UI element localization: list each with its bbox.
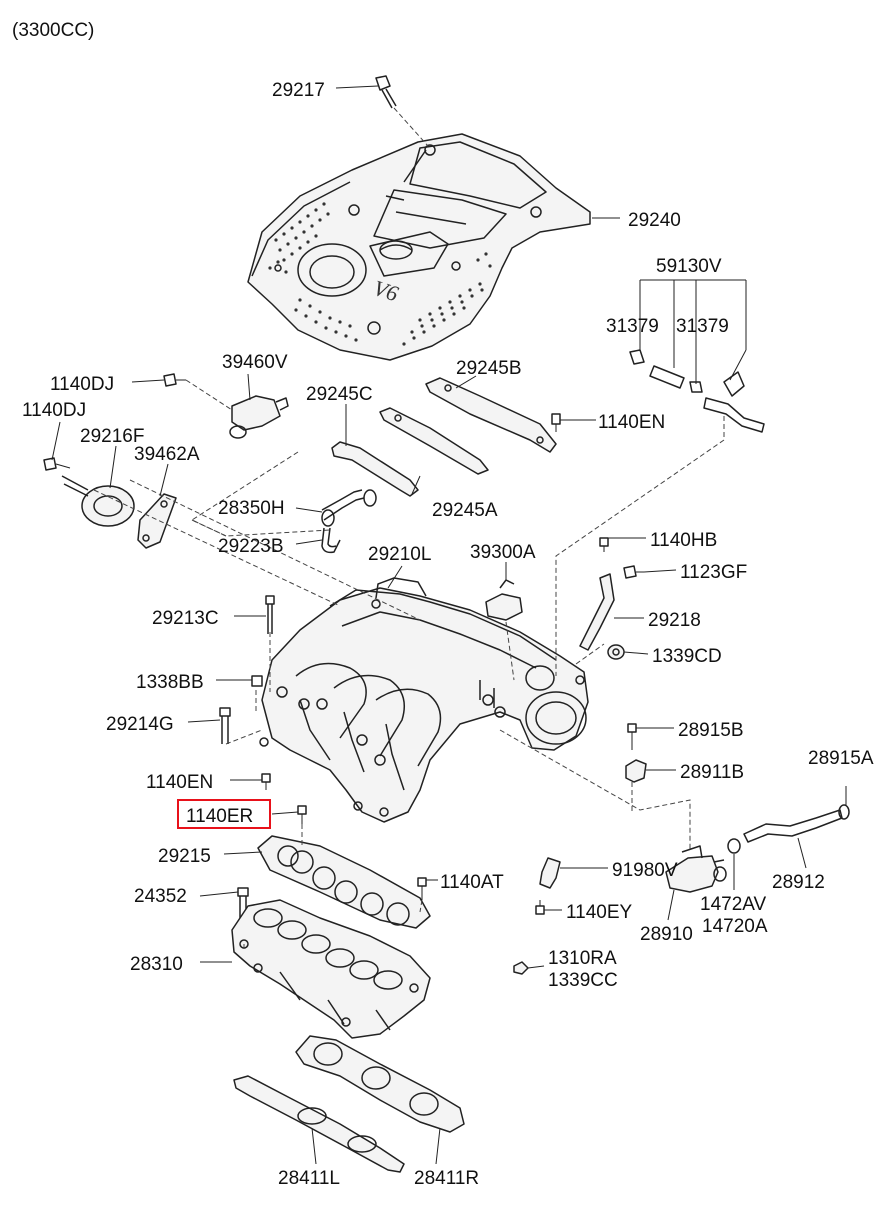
label-29245B: 29245B xyxy=(456,358,522,379)
label-28911B: 28911B xyxy=(680,762,744,783)
label-39300A: 39300A xyxy=(470,542,536,563)
label-29218: 29218 xyxy=(648,610,701,631)
highlight-box-1140ER xyxy=(177,799,271,829)
label-31379-left: 31379 xyxy=(606,316,659,337)
lower-intake-28310 xyxy=(231,899,431,1039)
bracket-28911B xyxy=(625,759,647,783)
bolt-1140EN-upper xyxy=(551,413,561,432)
bolt-1140AT xyxy=(417,877,427,900)
label-1310RA: 1310RA xyxy=(548,948,617,969)
valve-28910 xyxy=(665,845,727,893)
hose-28350H xyxy=(321,489,377,527)
nut-1310RA xyxy=(513,961,529,975)
sensor-39300A xyxy=(485,562,523,621)
label-1472AV: 1472AV xyxy=(700,894,767,915)
label-29210L: 29210L xyxy=(368,544,431,565)
bolt-1140EY xyxy=(535,900,545,915)
label-1123GF: 1123GF xyxy=(680,562,747,583)
label-1140EY: 1140EY xyxy=(566,902,633,923)
bolt-1140EN-lower xyxy=(261,773,271,790)
bracket-29245B xyxy=(425,377,557,453)
intake-manifold-29210L xyxy=(259,577,589,823)
bolt-1140HB xyxy=(599,537,609,552)
label-28411R: 28411R xyxy=(414,1168,479,1189)
engine-cover: V6 xyxy=(247,133,591,361)
label-29214G: 29214G xyxy=(106,714,174,735)
label-28910: 28910 xyxy=(640,924,693,945)
cover-texture-dots xyxy=(268,202,492,346)
bolt-29217 xyxy=(375,75,429,147)
gasket-29215 xyxy=(257,835,431,929)
label-29223B: 29223B xyxy=(218,536,284,557)
part-labels: 29217 29240 59130V 31379 31379 39460V 11… xyxy=(22,80,874,1189)
hose-29223B xyxy=(321,527,341,554)
label-28411L: 28411L xyxy=(278,1168,340,1189)
label-29215: 29215 xyxy=(158,846,211,867)
label-59130V: 59130V xyxy=(656,256,722,277)
gasket-39462A xyxy=(137,493,177,549)
label-39460V: 39460V xyxy=(222,352,288,373)
gasket-28411L xyxy=(233,1075,405,1173)
label-28912: 28912 xyxy=(772,872,825,893)
bracket-29245C xyxy=(331,441,419,497)
hose-28912 xyxy=(743,804,850,843)
label-29240: 29240 xyxy=(628,210,681,231)
label-29216F: 29216F xyxy=(80,426,144,447)
label-29245C: 29245C xyxy=(306,384,373,405)
assembly-guide-lines xyxy=(93,416,725,950)
leader-lines xyxy=(51,85,847,1165)
label-24352: 24352 xyxy=(134,886,187,907)
bracket-29245A xyxy=(379,407,489,475)
label-28350H: 28350H xyxy=(218,498,285,519)
label-28915B: 28915B xyxy=(678,720,744,741)
gasket-28411R xyxy=(295,1035,465,1133)
label-1140ER: 1140ER xyxy=(186,806,253,827)
bolt-1123GF xyxy=(623,565,644,579)
label-28915A: 28915A xyxy=(808,748,874,769)
actuator-29216F xyxy=(61,475,135,527)
label-29245A: 29245A xyxy=(432,500,498,521)
label-14720A: 14720A xyxy=(702,916,768,937)
label-1338BB: 1338BB xyxy=(136,672,204,693)
label-91980V: 91980V xyxy=(612,860,678,881)
bolt-1140ER xyxy=(297,805,307,824)
bolt-28915B xyxy=(627,723,637,750)
bracket-91980V xyxy=(539,857,561,889)
label-1339CD: 1339CD xyxy=(652,646,722,667)
label-29217: 29217 xyxy=(272,80,325,101)
label-1140DJ-upper: 1140DJ xyxy=(50,374,114,395)
label-1140AT: 1140AT xyxy=(440,872,504,893)
label-28310: 28310 xyxy=(130,954,183,975)
clamp-1472AV xyxy=(727,838,741,854)
pcv-hose-assembly xyxy=(629,349,765,433)
bolt-1140DJ-lower xyxy=(43,457,71,471)
nut-1339CD xyxy=(607,644,625,660)
label-39462A: 39462A xyxy=(134,444,200,465)
bracket-29218 xyxy=(579,573,615,651)
nut-1338BB xyxy=(251,675,263,687)
stud-29213C xyxy=(265,595,275,634)
solenoid-valve-39460V xyxy=(229,395,289,439)
label-1140HB: 1140HB xyxy=(650,530,717,551)
label-29213C: 29213C xyxy=(152,608,219,629)
bolt-1140DJ-upper xyxy=(163,373,233,411)
bolt-29214G xyxy=(219,707,231,744)
label-1339CC: 1339CC xyxy=(548,970,618,991)
engine-label: (3300CC) xyxy=(12,20,94,41)
label-31379-right: 31379 xyxy=(676,316,729,337)
label-1140DJ-lower: 1140DJ xyxy=(22,400,86,421)
label-1140EN-lower: 1140EN xyxy=(146,772,213,793)
label-1140EN-upper: 1140EN xyxy=(598,412,665,433)
